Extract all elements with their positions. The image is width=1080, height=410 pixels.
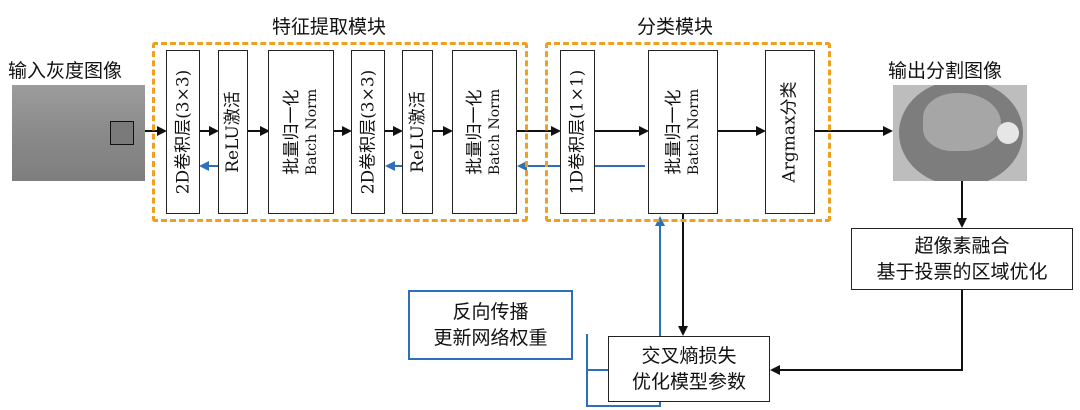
segmentation-spot: [997, 122, 1019, 144]
backprop-box: 反向传播 更新网络权重: [408, 290, 573, 360]
loss-box: 交叉熵损失 优化模型参数: [608, 336, 770, 402]
batchnorm-block-3-en: Batch Norm: [686, 88, 702, 176]
loss-line-1: 交叉熵损失: [641, 345, 737, 367]
conv2d-block-2: 2D卷积层(3×3): [351, 50, 385, 214]
batchnorm-block-2-en: Batch Norm: [487, 88, 504, 176]
input-grayscale-image: [12, 85, 145, 181]
conv1d-block-label: 1D卷积层(1×1): [567, 69, 588, 195]
segmentation-region: [923, 93, 1001, 151]
superpixel-box: 超像素融合 基于投票的区域优化: [851, 228, 1073, 290]
batchnorm-block-2-label: 批量归一化: [465, 89, 486, 175]
batchnorm-block-1-en: Batch Norm: [304, 88, 320, 176]
batchnorm-block-1-label: 批量归一化: [282, 89, 302, 175]
classification-group: [545, 42, 831, 222]
class-group-title: 分类模块: [637, 16, 714, 38]
argmax-block: Argmax分类: [765, 50, 815, 214]
conv2d-block-2-label: 2D卷积层(3×3): [358, 69, 378, 195]
arrow-superpixel-to-loss: [770, 290, 963, 375]
feature-extraction-group: [152, 42, 528, 222]
relu-block-2: ReLU激活: [402, 50, 433, 214]
conv2d-block-1: 2D卷积层(3×3): [166, 50, 200, 214]
superpixel-line-2: 基于投票的区域优化: [876, 261, 1048, 283]
input-label: 输入灰度图像: [8, 60, 123, 82]
relu-block-1-label: ReLU激活: [223, 91, 244, 173]
relu-block-1: ReLU激活: [218, 50, 248, 214]
feature-group-title: 特征提取模块: [272, 16, 387, 38]
zoom-box: [110, 121, 134, 145]
conv1d-block: 1D卷积层(1×1): [560, 50, 595, 214]
batchnorm-block-3-label: 批量归一化: [664, 89, 684, 175]
superpixel-line-1: 超像素融合: [914, 235, 1010, 257]
conv2d-block-1-label: 2D卷积层(3×3): [173, 69, 193, 195]
output-segmentation-image: [893, 85, 1027, 181]
output-label: 输出分割图像: [888, 60, 1003, 82]
relu-block-2-label: ReLU激活: [407, 91, 428, 173]
argmax-block-label: Argmax分类: [780, 81, 801, 183]
backprop-line-2: 更新网络权重: [433, 327, 548, 349]
loss-line-2: 优化模型参数: [631, 371, 746, 393]
backprop-line-1: 反向传播: [452, 301, 529, 323]
